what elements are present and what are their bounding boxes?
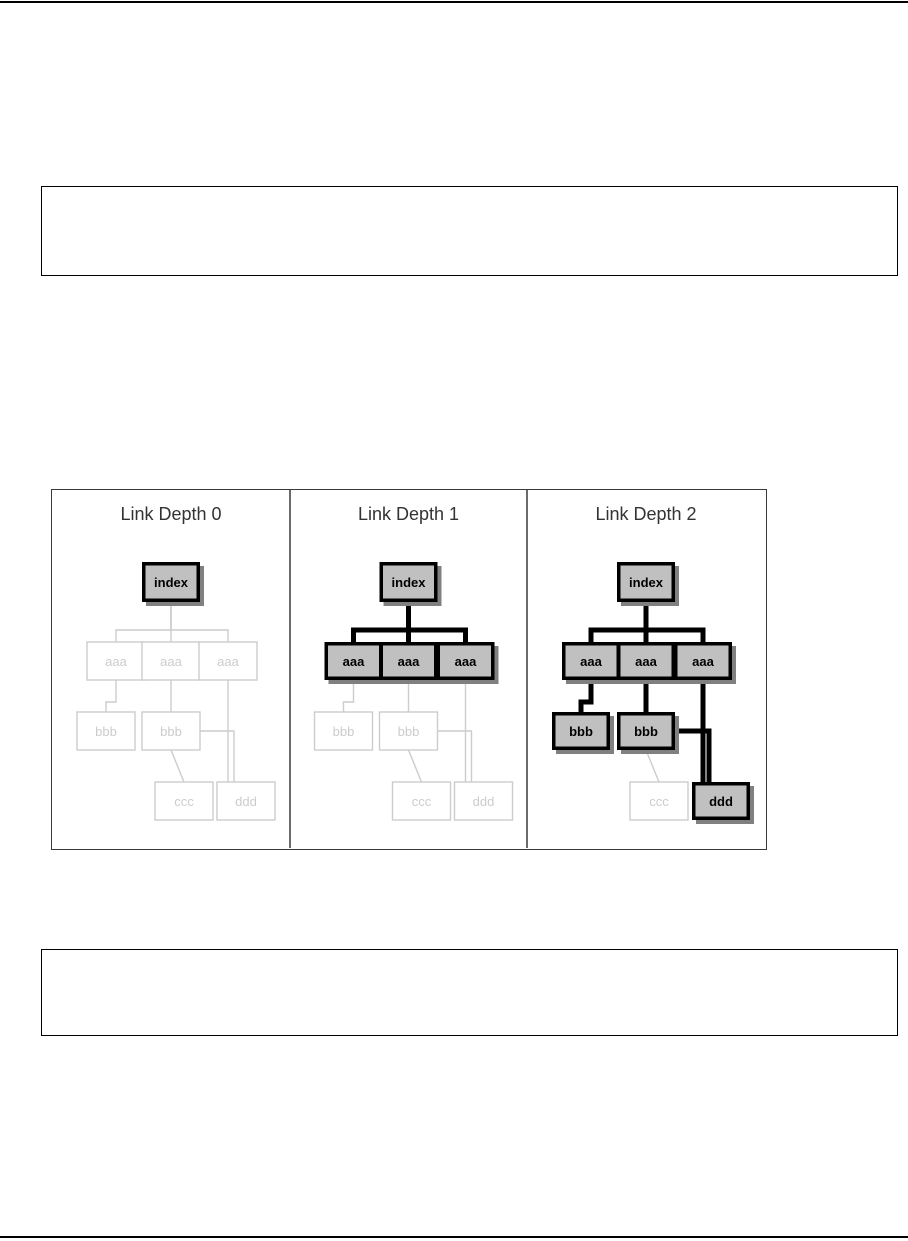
node-label: ddd [709, 794, 733, 809]
edge-inactive [409, 750, 422, 782]
edge-inactive [171, 602, 228, 642]
node-label: ccc [649, 794, 669, 809]
node-label: bbb [160, 724, 182, 739]
node-label: aaa [160, 654, 182, 669]
panel-1: Link Depth 1 bbb bbb ccc ddd index aaa aaa aaa [315, 490, 528, 848]
panel-0: Link Depth 0 aaa aaa aaa bbb bbb ccc ddd index [77, 490, 290, 848]
edge-active [646, 602, 703, 642]
node-label: aaa [398, 654, 420, 669]
node-label: ddd [473, 794, 495, 809]
edge-inactive [344, 680, 354, 712]
edge-active [591, 602, 646, 642]
edge-active [409, 602, 466, 642]
link-depth-diagram: Link Depth 0aaaaaaaaabbbbbbcccdddindexLi… [51, 489, 767, 850]
node-label: ccc [174, 794, 194, 809]
node-label: aaa [105, 654, 127, 669]
edge-inactive [646, 750, 659, 782]
edge-inactive [171, 750, 184, 782]
node-label: aaa [580, 654, 602, 669]
edge-active [354, 602, 409, 642]
page-top-rule [0, 1, 908, 3]
node-label: bbb [634, 724, 658, 739]
node-label: index [392, 575, 427, 590]
node-label: bbb [569, 724, 593, 739]
edge-inactive [200, 731, 234, 782]
edge-active [581, 680, 591, 712]
panel-title: Link Depth 0 [120, 504, 221, 524]
page-bottom-rule [0, 1236, 908, 1238]
node-label: aaa [455, 654, 477, 669]
node-label: aaa [217, 654, 239, 669]
node-label: index [629, 575, 664, 590]
edge-inactive [116, 602, 171, 642]
node-label: bbb [398, 724, 420, 739]
node-label: aaa [343, 654, 365, 669]
node-label: aaa [635, 654, 657, 669]
node-label: aaa [692, 654, 714, 669]
node-label: ccc [412, 794, 432, 809]
panel-title: Link Depth 2 [595, 504, 696, 524]
panel-2: Link Depth 2 ccc index aaa aaa aaa bbb bbb ddd [554, 504, 754, 824]
link-depth-diagram-svg: Link Depth 0aaaaaaaaabbbbbbcccdddindexLi… [52, 490, 765, 848]
node-label: ddd [235, 794, 257, 809]
lower-text-box [41, 949, 898, 1036]
node-label: bbb [95, 724, 117, 739]
edge-inactive [438, 731, 472, 782]
panel-title: Link Depth 1 [358, 504, 459, 524]
upper-text-box [41, 186, 898, 276]
edge-inactive [106, 680, 116, 712]
node-label: index [154, 575, 189, 590]
node-label: bbb [333, 724, 355, 739]
